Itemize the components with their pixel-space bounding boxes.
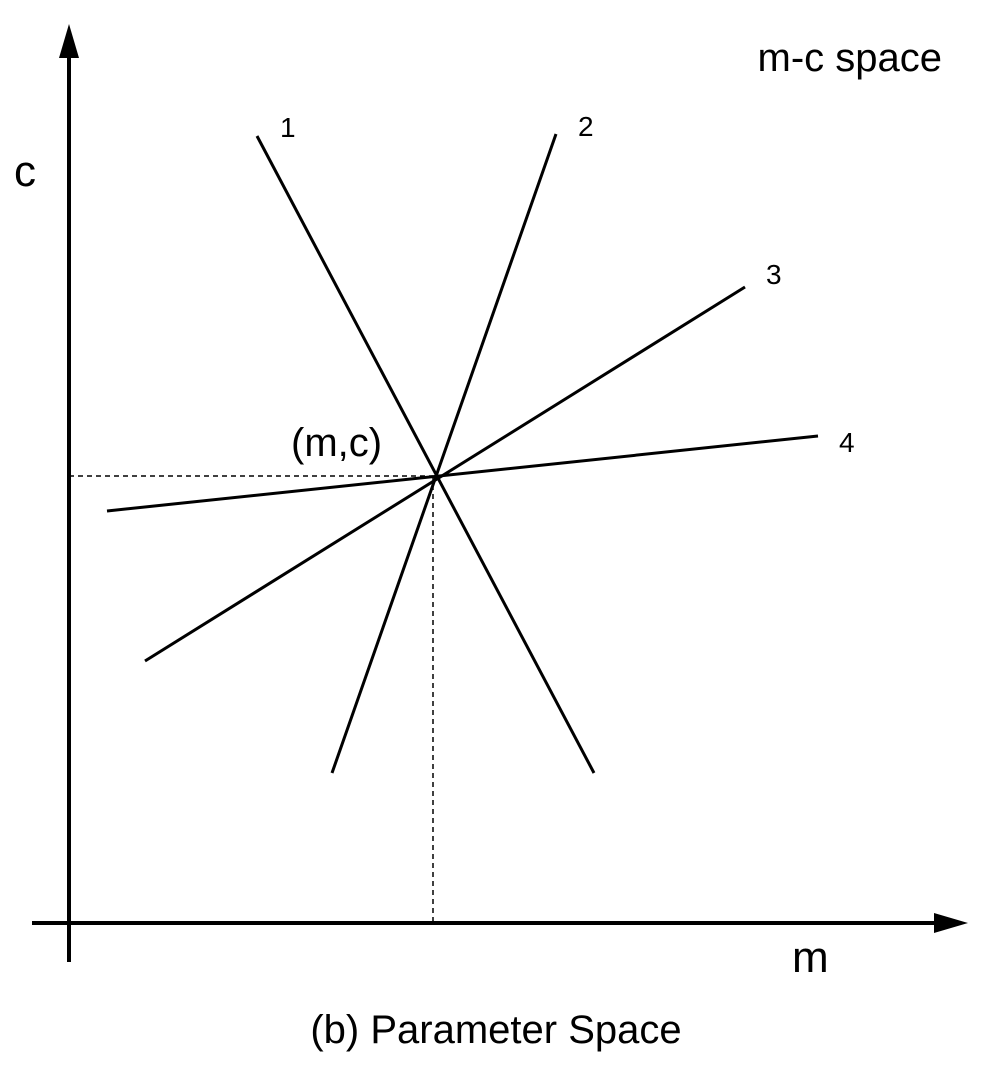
line-4-label: 4 — [839, 427, 855, 458]
line-1-label: 1 — [280, 112, 296, 143]
line-1 — [255, 135, 596, 774]
caption: (b) Parameter Space — [310, 1008, 681, 1052]
line-2-label: 2 — [578, 111, 594, 142]
point-label: (m,c) — [291, 421, 382, 465]
line-2 — [330, 133, 558, 774]
line-3-label: 3 — [766, 259, 782, 290]
line-4 — [106, 434, 819, 513]
space-title: m-c space — [758, 36, 943, 80]
x-axis-label: m — [792, 933, 829, 982]
x-axis-arrowhead — [934, 913, 968, 933]
y-axis-arrowhead — [59, 24, 79, 58]
y-axis-label: c — [14, 147, 36, 196]
